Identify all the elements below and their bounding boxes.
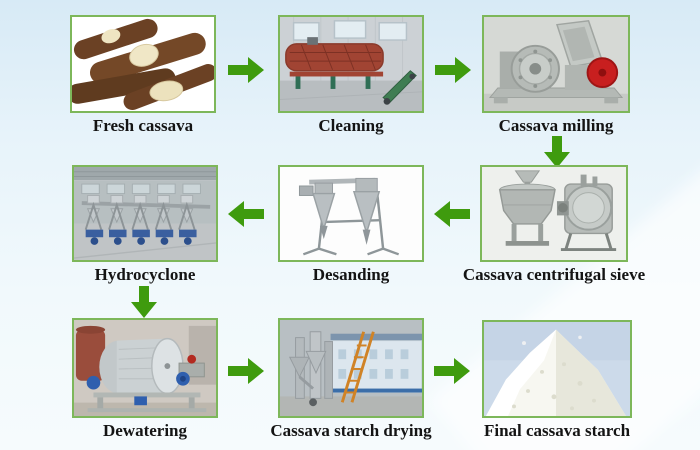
- final-starch-illustration: [484, 322, 630, 416]
- step-label: Final cassava starch: [483, 421, 631, 440]
- step-fresh-cassava: Fresh cassava: [70, 15, 216, 135]
- arrow-dewatering-to-starch-drying: [228, 358, 264, 384]
- arrow-fresh-cassava-to-cleaning: [228, 57, 264, 83]
- step-label: Cassava centrifugal sieve: [462, 265, 646, 284]
- dewatering-machine-photo: [72, 318, 218, 418]
- centrifugal-sieve-photo: [480, 165, 628, 262]
- arrow-hydrocyclone-to-dewatering: [131, 286, 157, 318]
- fresh-cassava-photo: [70, 15, 216, 113]
- starch-drying-photo: [278, 318, 424, 418]
- dewatering-machine-illustration: [74, 320, 216, 416]
- cleaning-machine-illustration: [280, 17, 422, 111]
- final-starch-photo: [482, 320, 632, 418]
- milling-machine-photo: [482, 15, 630, 113]
- fresh-cassava-illustration: [72, 17, 214, 111]
- milling-machine-illustration: [484, 17, 628, 111]
- step-label: Cassava starch drying: [270, 421, 432, 440]
- step-final-starch: Final cassava starch: [482, 320, 632, 440]
- step-hydrocyclone: Hydrocyclone: [72, 165, 218, 284]
- hydrocyclone-photo: [72, 165, 218, 262]
- step-label: Cleaning: [318, 116, 384, 135]
- step-label: Desanding: [312, 265, 390, 284]
- cleaning-machine-photo: [278, 15, 424, 113]
- step-cassava-milling: Cassava milling: [482, 15, 630, 135]
- arrow-cleaning-to-milling: [435, 57, 471, 83]
- desanding-machine-photo: [278, 165, 424, 262]
- step-cleaning: Cleaning: [278, 15, 424, 135]
- step-starch-drying: Cassava starch drying: [270, 318, 432, 440]
- step-dewatering: Dewatering: [72, 318, 218, 440]
- arrow-centrifugal-sieve-to-desanding: [434, 201, 470, 227]
- step-label: Cassava milling: [498, 116, 614, 135]
- step-centrifugal-sieve: Cassava centrifugal sieve: [463, 165, 645, 284]
- desanding-machine-illustration: [280, 167, 422, 260]
- starch-drying-illustration: [280, 320, 422, 416]
- arrow-starch-drying-to-final-starch: [434, 358, 470, 384]
- arrow-desanding-to-hydrocyclone: [228, 201, 264, 227]
- step-desanding: Desanding: [278, 165, 424, 284]
- arrow-milling-to-centrifugal-sieve: [544, 136, 570, 168]
- step-label: Dewatering: [102, 421, 188, 440]
- step-label: Hydrocyclone: [94, 265, 196, 284]
- hydrocyclone-illustration: [74, 167, 216, 260]
- step-label: Fresh cassava: [92, 116, 194, 135]
- centrifugal-sieve-illustration: [482, 167, 626, 260]
